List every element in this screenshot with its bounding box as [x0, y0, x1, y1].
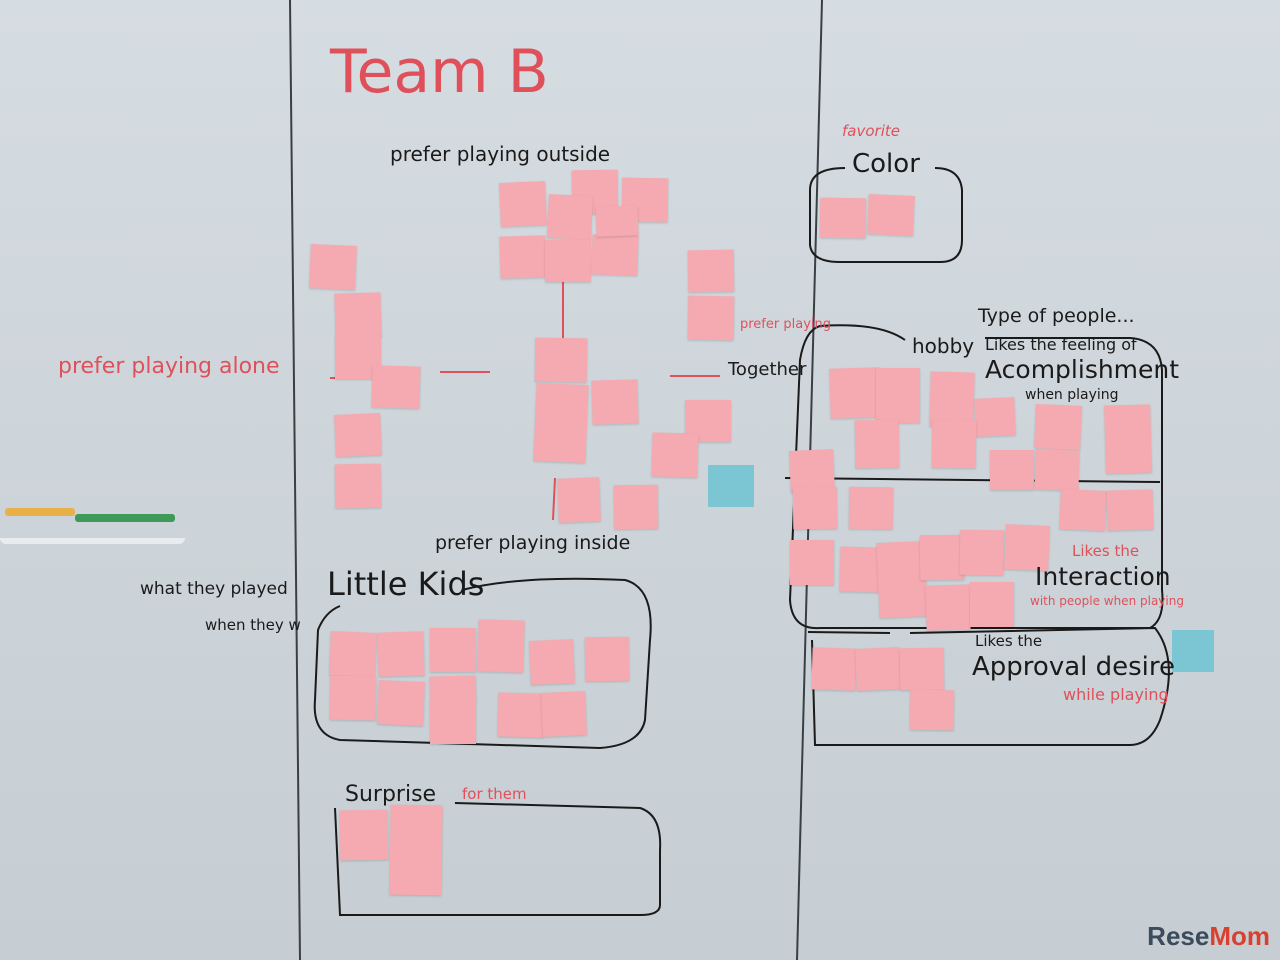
sticky-note: [959, 529, 1005, 576]
color-title: Color: [852, 149, 920, 179]
what-they-played-label: what they played: [140, 579, 288, 599]
approval-box: [811, 626, 1170, 746]
sticky-note: [545, 240, 591, 282]
sticky-note: [974, 397, 1016, 437]
sticky-note: [811, 647, 857, 691]
sticky-note: [792, 486, 838, 530]
axis-label-together: Together: [728, 359, 807, 380]
axis-label-prefer-playing: prefer playing: [740, 317, 831, 332]
sticky-note: [591, 234, 639, 276]
type-of-people-title: Type of people...: [978, 305, 1135, 327]
sticky-note: [309, 244, 357, 290]
surprise-box: [334, 802, 662, 916]
sticky-note: [334, 463, 382, 509]
sticky-note: [584, 636, 630, 682]
sticky-note: [591, 379, 639, 425]
sticky-note: [970, 582, 1014, 627]
blue-sticky-note: [1172, 630, 1214, 672]
color-box: [809, 167, 963, 263]
accomplishment-line1: Likes the feeling of: [985, 335, 1137, 354]
sticky-note: [1034, 449, 1080, 491]
axis-label-inside: prefer playing inside: [435, 532, 631, 554]
sticky-note: [876, 368, 920, 423]
sticky-note: [1034, 404, 1082, 450]
panel-seam-left: [289, 0, 301, 960]
sticky-note: [829, 367, 881, 419]
sticky-note: [429, 675, 477, 703]
sticky-note: [1059, 489, 1107, 531]
marker: [5, 508, 75, 516]
sticky-note: [651, 432, 699, 478]
board-title: Team B: [330, 37, 549, 107]
sticky-note: [931, 419, 977, 469]
sticky-note: [377, 680, 425, 726]
accomplishment-line3: when playing: [1025, 387, 1119, 403]
divider-2: [807, 631, 891, 634]
watermark-logo: ReseMom: [1147, 921, 1270, 952]
sticky-note: [848, 486, 894, 530]
interaction-red-top: Likes the: [1072, 542, 1140, 560]
sticky-note: [497, 692, 545, 738]
interaction-red-bottom: with people when playing: [1030, 594, 1184, 608]
approval-red-bottom: while playing: [1063, 685, 1169, 704]
sticky-note: [839, 546, 881, 593]
marker-tray: [0, 512, 185, 544]
when-they-label: when they w: [205, 616, 301, 634]
sticky-note: [430, 628, 476, 672]
type-of-people-box: [788, 324, 1164, 630]
sticky-note: [339, 809, 389, 861]
sticky-note: [371, 365, 421, 409]
sticky-note: [477, 619, 525, 673]
hobby-label: hobby: [912, 334, 975, 358]
surprise-red: for them: [462, 785, 527, 803]
watermark-brand-b: Mom: [1209, 921, 1270, 951]
sticky-note: [990, 450, 1034, 490]
sticky-note: [790, 540, 834, 585]
axis-label-outside: prefer playing outside: [390, 142, 611, 166]
sticky-note: [687, 295, 735, 341]
approval-title: Approval desire: [972, 652, 1176, 682]
sticky-note: [613, 484, 659, 530]
sticky-note: [329, 675, 377, 721]
sticky-note: [529, 639, 575, 685]
sticky-note: [899, 647, 945, 691]
sticky-note: [389, 804, 443, 896]
axis-label-alone: prefer playing alone: [58, 354, 280, 379]
sticky-note: [377, 631, 425, 677]
sticky-note: [499, 181, 547, 227]
sticky-note: [1104, 404, 1152, 474]
sticky-note: [909, 689, 955, 731]
sticky-note: [687, 249, 735, 293]
sticky-note: [534, 337, 588, 383]
axis-vertical-bottom: [552, 477, 556, 521]
accomplishment-title: Acomplishment: [985, 355, 1180, 384]
sticky-note: [867, 194, 915, 236]
sticky-note: [334, 413, 382, 457]
surprise-title: Surprise: [345, 782, 437, 807]
sticky-note: [925, 584, 971, 631]
sticky-note: [855, 647, 901, 691]
little-kids-box: [313, 577, 652, 750]
sticky-note: [595, 205, 639, 237]
sticky-note: [819, 197, 867, 239]
favorite-label: favorite: [842, 122, 900, 140]
sticky-note: [334, 292, 382, 338]
sticky-note: [499, 235, 547, 279]
watermark-brand-a: Rese: [1147, 921, 1210, 951]
sticky-note: [533, 382, 589, 464]
divider-1: [784, 477, 1161, 483]
sticky-note: [557, 477, 601, 523]
approval-top: Likes the: [975, 632, 1043, 650]
sticky-note: [547, 194, 593, 240]
interaction-title: Interaction: [1035, 562, 1171, 591]
sticky-note: [430, 700, 476, 744]
sticky-note: [1106, 489, 1154, 531]
marker: [75, 514, 175, 522]
blue-sticky-note: [708, 465, 754, 507]
sticky-note: [541, 691, 587, 737]
little-kids-title: Little Kids: [327, 565, 485, 603]
sticky-note: [329, 631, 377, 677]
sticky-note: [854, 419, 900, 469]
sticky-note: [919, 534, 965, 581]
